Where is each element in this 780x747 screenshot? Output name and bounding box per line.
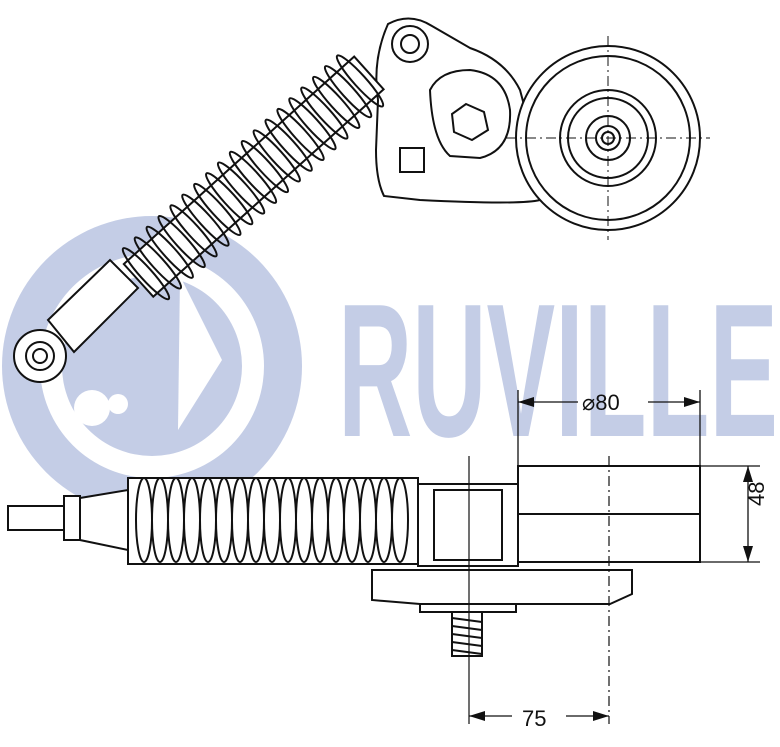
threaded-stud [451,611,483,657]
height-dimension-label: 48 [744,482,769,506]
offset-dimension-label: 75 [522,706,546,731]
dimension-lines [469,390,760,721]
coil-spring-top [121,54,386,301]
lower-mount-eye [13,329,67,383]
shock-absorber [13,258,140,383]
coil-spring-side [127,477,419,565]
square-lug [399,147,425,173]
side-view-tensioner [7,456,701,724]
top-view-tensioner [13,17,710,383]
diameter-dimension-label: ⌀80 [582,390,620,415]
upper-pivot-eye [391,25,429,63]
hex-bolt-head [450,102,490,142]
mounting-base [371,569,633,605]
rod-end-tab [7,505,65,531]
pulley-top-view [506,36,710,240]
brand-name: RUVILLE [338,265,778,477]
